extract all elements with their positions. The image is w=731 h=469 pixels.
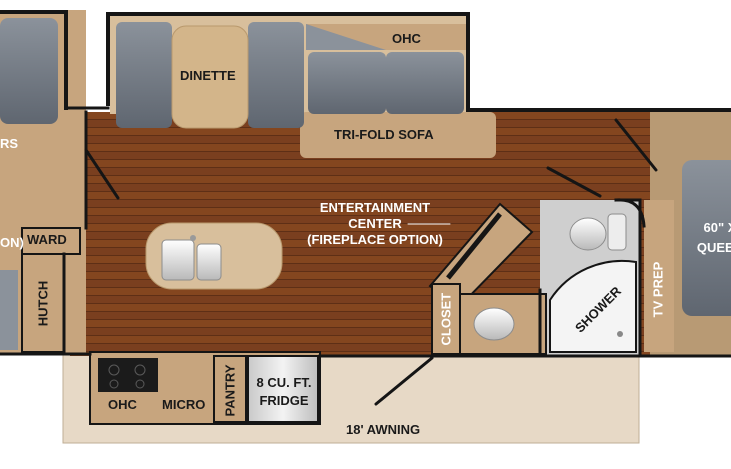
tv-prep-label: TV PREP: [650, 261, 666, 318]
left-bed-cushion: [0, 18, 58, 124]
entertainment-center-label: ENTERTAINMENT CENTER (FIREPLACE OPTION): [302, 200, 448, 248]
shower-stall: [549, 259, 637, 353]
dinette-bench-left: [116, 22, 172, 128]
left-wardrobe: [21, 227, 81, 255]
queen-bed-label: 60" X QUEEN: [690, 218, 731, 258]
left-partial-top-label: RS: [0, 136, 19, 151]
entertainment-line-3: (FIREPLACE OPTION): [307, 232, 443, 247]
closet: [431, 283, 461, 355]
entertainment-line-1: ENTERTAINMENT: [319, 200, 431, 215]
ohc-bottom-label: OHC: [108, 397, 137, 412]
left-nightstand: [0, 270, 18, 350]
cooktop: [98, 358, 158, 392]
fridge-line-2: FRIDGE: [259, 393, 309, 408]
tri-fold-sofa-label: TRI-FOLD SOFA: [334, 127, 434, 142]
dinette-table: [171, 25, 249, 129]
fridge-label: 8 CU. FT. FRIDGE: [250, 374, 318, 410]
micro-label: MICRO: [162, 397, 206, 412]
awning-label: 18' AWNING: [346, 422, 421, 437]
hutch-label: HUTCH: [35, 280, 51, 327]
bed-line-2: QUEEN: [696, 240, 731, 255]
closet-label: CLOSET: [438, 292, 454, 346]
sink-left: [161, 239, 195, 281]
left-partial-mid-label: ON): [0, 235, 24, 250]
toilet-tank: [607, 213, 627, 251]
sofa-cushion-left: [308, 52, 386, 114]
sink-right: [196, 243, 222, 281]
faucet-icon: [190, 235, 196, 241]
tv-prep-wall: [644, 200, 674, 352]
vanity-sink: [473, 307, 515, 341]
sofa-base: [300, 112, 496, 158]
tv-screen: [446, 212, 502, 280]
shower-drain-icon: [617, 331, 623, 337]
entertainment-line-2: CENTER: [348, 216, 402, 231]
bed-line-1: 60" X: [703, 220, 731, 235]
walls: [0, 10, 731, 358]
sofa-cushion-right: [386, 52, 464, 114]
fridge: [247, 355, 319, 423]
dinette-label: DINETTE: [180, 68, 236, 83]
micro-cabinet: [158, 358, 214, 420]
ohc-top-label: OHC: [392, 31, 421, 46]
ohc-bottom-cabinet: [98, 392, 158, 420]
pantry: [213, 355, 247, 423]
burner-icons: [108, 364, 146, 389]
fridge-line-1: 8 CU. FT.: [256, 375, 312, 390]
sofa-arm: [306, 24, 386, 50]
dinette-bench-right: [248, 22, 304, 128]
toilet-bowl: [569, 217, 607, 251]
ward-label: WARD: [27, 232, 67, 247]
door-swing-lines: [84, 118, 658, 406]
pantry-label: PANTRY: [222, 364, 238, 417]
queen-bed: [682, 160, 731, 316]
